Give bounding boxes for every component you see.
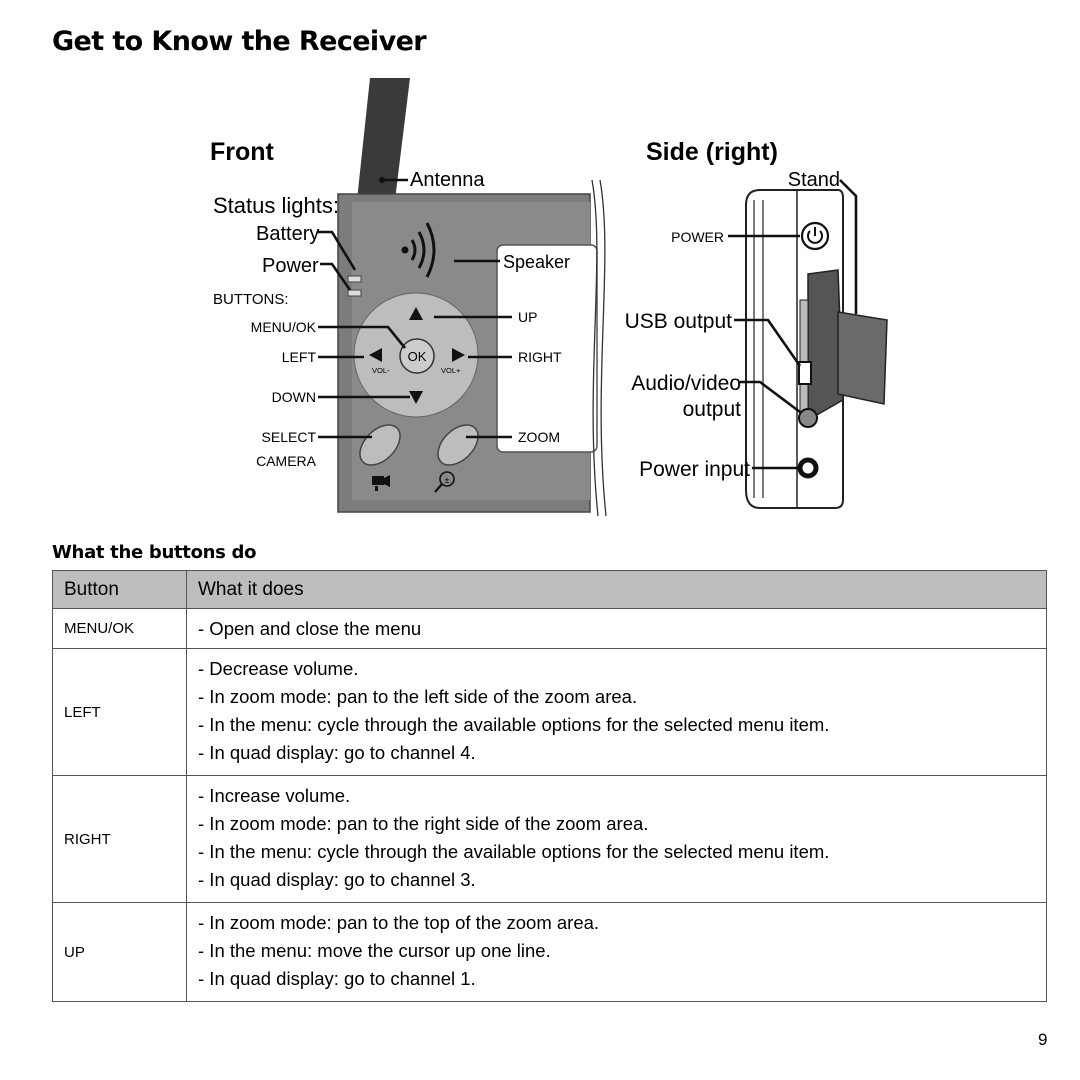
left-label: LEFT <box>282 349 317 365</box>
receiver-diagram: OK VOL- VOL+ ± <box>210 78 888 517</box>
power-input-port <box>797 457 819 479</box>
power-light-label: Power <box>262 255 319 277</box>
table-row: RIGHT - Increase volume. - In zoom mode:… <box>52 775 1047 903</box>
front-view: OK VOL- VOL+ ± <box>318 78 607 517</box>
vol-minus-label: VOL- <box>372 366 390 375</box>
up-label: UP <box>518 309 537 325</box>
battery-label: Battery <box>256 223 319 245</box>
camera-icon <box>372 475 390 491</box>
page-number: 9 <box>1038 1030 1048 1049</box>
button-description: - Decrease volume. - In zoom mode: pan t… <box>186 648 1047 776</box>
vol-plus-label: VOL+ <box>441 366 461 375</box>
ok-key-label: OK <box>408 349 427 364</box>
speaker-label: Speaker <box>503 252 570 272</box>
power-input-label: Power input <box>639 458 750 481</box>
buttons-heading: BUTTONS: <box>213 291 289 308</box>
button-name: RIGHT <box>52 775 187 903</box>
button-description: - Increase volume. - In zoom mode: pan t… <box>186 775 1047 903</box>
description-line: - In the menu: cycle through the availab… <box>198 714 830 735</box>
description-line: - In quad display: go to channel 4. <box>198 742 476 763</box>
side-heading: Side (right) <box>646 138 778 166</box>
screen <box>496 244 598 453</box>
antenna-label: Antenna <box>410 169 485 191</box>
description-line: - In the menu: move the cursor up one li… <box>198 940 551 961</box>
side-view <box>728 179 888 509</box>
down-label: DOWN <box>272 389 316 405</box>
camera-label: CAMERA <box>256 453 317 469</box>
description-line: - Decrease volume. <box>198 658 359 679</box>
table-row: MENU/OK - Open and close the menu <box>52 608 1047 649</box>
description-line: - Increase volume. <box>198 785 351 806</box>
buttons-table: Button What it does MENU/OK - Open and c… <box>52 570 1047 1002</box>
side-power-label: POWER <box>671 229 724 245</box>
ok-button[interactable] <box>399 338 435 374</box>
section-heading: What the buttons do <box>52 542 257 563</box>
table-row: LEFT - Decrease volume. - In zoom mode: … <box>52 648 1047 776</box>
button-name: UP <box>52 902 187 1002</box>
av-output-label-1: Audio/video <box>631 372 741 395</box>
speaker-icon <box>401 222 436 278</box>
antenna <box>357 78 410 200</box>
description-line: - In quad display: go to channel 3. <box>198 869 476 890</box>
page-title: Get to Know the Receiver <box>52 26 427 57</box>
select-label: SELECT <box>262 429 317 445</box>
button-name: LEFT <box>52 648 187 776</box>
side-body <box>745 189 844 509</box>
svg-text:±: ± <box>445 475 450 485</box>
description-line: - In zoom mode: pan to the top of the zo… <box>198 912 600 933</box>
column-header-button: Button <box>52 570 187 609</box>
select-camera-button[interactable] <box>352 417 407 472</box>
side-power-button[interactable] <box>800 221 830 251</box>
zoom-icon: ± <box>434 471 455 493</box>
av-port <box>798 408 818 428</box>
table-header-row: Button What it does <box>52 570 1047 609</box>
stand-label: Stand <box>788 169 840 191</box>
right-label: RIGHT <box>518 349 562 365</box>
description-line: - In quad display: go to channel 1. <box>198 968 476 989</box>
button-name: MENU/OK <box>52 608 187 649</box>
table-row: UP - In zoom mode: pan to the top of the… <box>52 902 1047 1002</box>
zoom-button[interactable] <box>430 417 485 472</box>
usb-port <box>798 361 812 385</box>
battery-light <box>347 275 362 283</box>
button-description: - Open and close the menu <box>186 608 1047 649</box>
column-header-what-it-does: What it does <box>186 570 1047 609</box>
description-line: - In the menu: cycle through the availab… <box>198 841 830 862</box>
zoom-label: ZOOM <box>518 429 560 445</box>
power-light <box>347 289 362 297</box>
front-heading: Front <box>210 138 275 166</box>
menu-ok-label: MENU/OK <box>251 319 317 335</box>
usb-output-label: USB output <box>625 310 733 333</box>
av-output-label-2: output <box>683 398 742 421</box>
status-lights-label: Status lights: <box>213 193 339 218</box>
description-line: - In zoom mode: pan to the left side of … <box>198 686 638 707</box>
description-line: - In zoom mode: pan to the right side of… <box>198 813 649 834</box>
description-line: - Open and close the menu <box>198 617 422 639</box>
button-description: - In zoom mode: pan to the top of the zo… <box>186 902 1047 1002</box>
